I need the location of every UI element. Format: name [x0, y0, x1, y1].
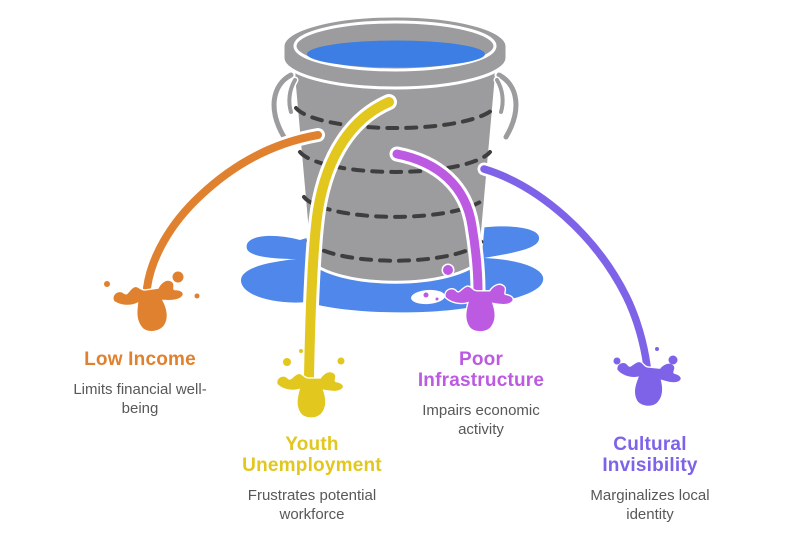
bucket-handle-right — [493, 70, 521, 142]
droplets-low-income — [104, 271, 200, 299]
leak-label-cultural-invisibility: Cultural Invisibility Marginalizes local… — [570, 434, 730, 524]
leak-title: Youth Unemployment — [242, 434, 382, 476]
droplet-on-bucket — [441, 263, 455, 277]
splash-youth-unemployment — [275, 370, 345, 419]
droplets-youth-unemployment — [283, 349, 345, 366]
droplets-cultural-invisibility — [613, 347, 678, 365]
water-surface — [307, 40, 485, 68]
leak-title: Low Income — [84, 349, 196, 370]
leak-stream-cultural-invisibility — [477, 162, 654, 373]
leak-title: Poor Infrastructure — [417, 349, 545, 391]
leak-stream-youth-unemployment — [301, 94, 397, 385]
leak-label-poor-infrastructure: Poor Infrastructure Impairs economic act… — [401, 349, 561, 439]
leak-description: Limits financial well-being — [73, 381, 207, 417]
leak-title: Cultural Invisibility — [602, 434, 698, 476]
leak-stream-poor-infrastructure — [389, 146, 486, 299]
leak-description: Marginalizes local identity — [590, 487, 710, 523]
leak-description: Impairs economic activity — [422, 402, 540, 438]
leak-label-youth-unemployment: Youth Unemployment Frustrates potential … — [232, 434, 392, 524]
bucket-icon — [269, 14, 521, 284]
mini-splash-poor-infrastructure — [411, 289, 445, 305]
leak-description: Frustrates potential workforce — [247, 487, 377, 523]
bucket-rim-inner-edge — [293, 20, 497, 72]
leak-label-low-income: Low Income Limits financial well-being — [60, 349, 220, 418]
leak-stream-low-income — [140, 128, 325, 295]
bucket-handle-left — [269, 70, 299, 142]
